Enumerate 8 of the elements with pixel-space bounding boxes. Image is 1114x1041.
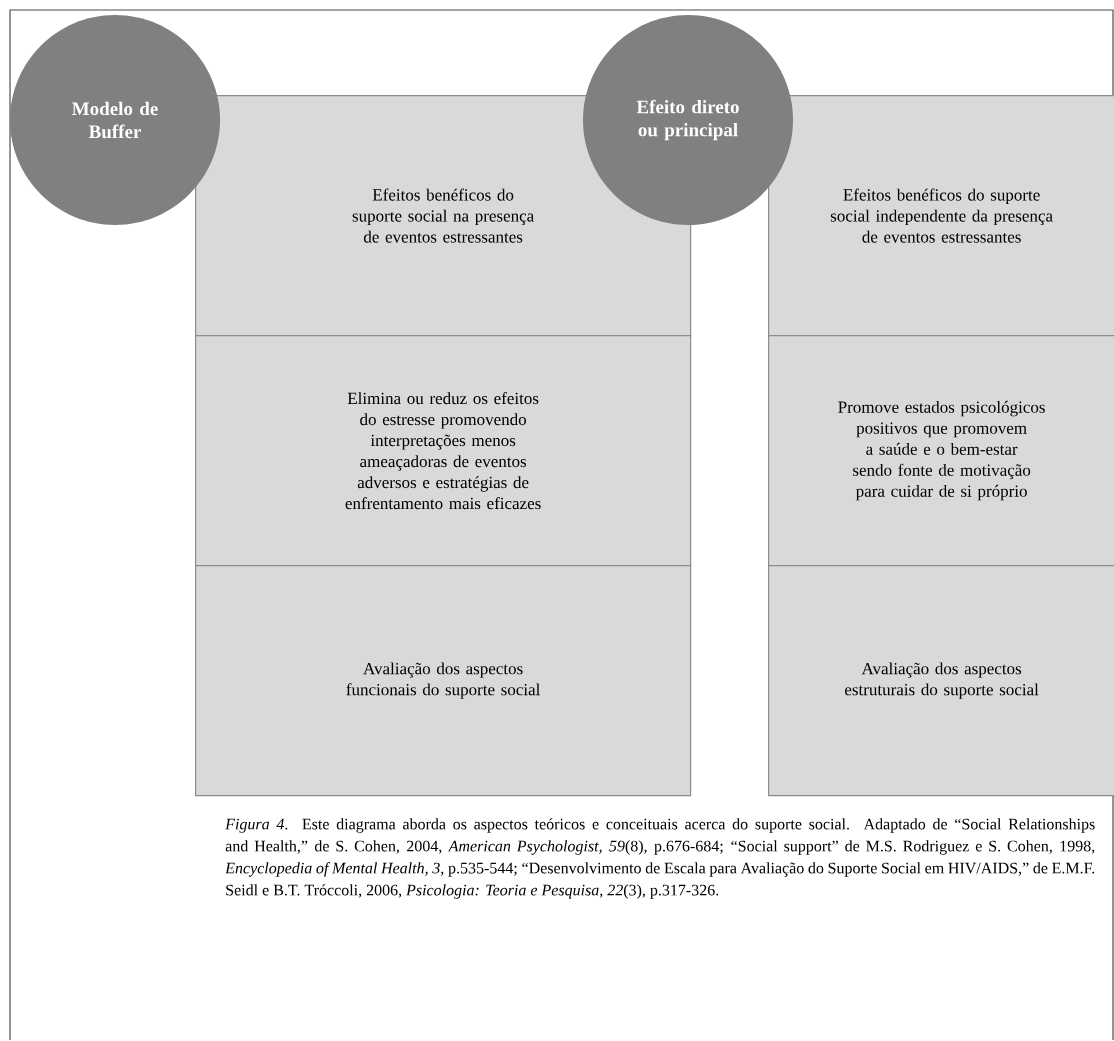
text-box: Elimina ou reduz os efeitos do estresse promovendo interpretações menos ameaçadoras de eventos adversos e estratégias de enfrentamento mais eficazes — [195, 335, 692, 567]
text-box: Efeitos benéficos do suporte social independente da presença de eventos estressantes — [768, 95, 1114, 337]
text-box: Promove estados psicológicos positivos que promovem a saúde e o bem-estar sendo fonte de motivação para cuidar de si próprio — [768, 335, 1114, 567]
caption: Figura 4. Este diagrama aborda os aspectos teóricos e conceituais acerca do suporte social. Adaptado de “Social Relationships and Health,” de S. Cohen, 2004, American Psychologist, 59(8), p.676-684; “Social support” de M.S. Rodriguez e S. Cohen, 1998, Encyclopedia of Mental Health, 3, p.535-544; “Desenvolvimento de Escala para Avaliação do Suporte Social em HIV/AIDS,” de E.M.F. Seidl e B.T. Tróccoli, 2006, Psicologia: Teoria e Pesquisa, 22(3), p.317-326. — [225, 818, 1095, 899]
text-box: Avaliação dos aspectos funcionais do suporte social — [195, 565, 692, 797]
text-box: Avaliação dos aspectos estruturais do suporte social — [768, 565, 1114, 797]
node-label: Efeitos benéficos do suporte social independente da presença de eventos estressantes — [830, 188, 1053, 243]
node-label: Promove estados psicológicos positivos que promovem a saúde e o bem-estar sendo fonte de motivação para cuidar de si próprio — [838, 400, 1045, 501]
